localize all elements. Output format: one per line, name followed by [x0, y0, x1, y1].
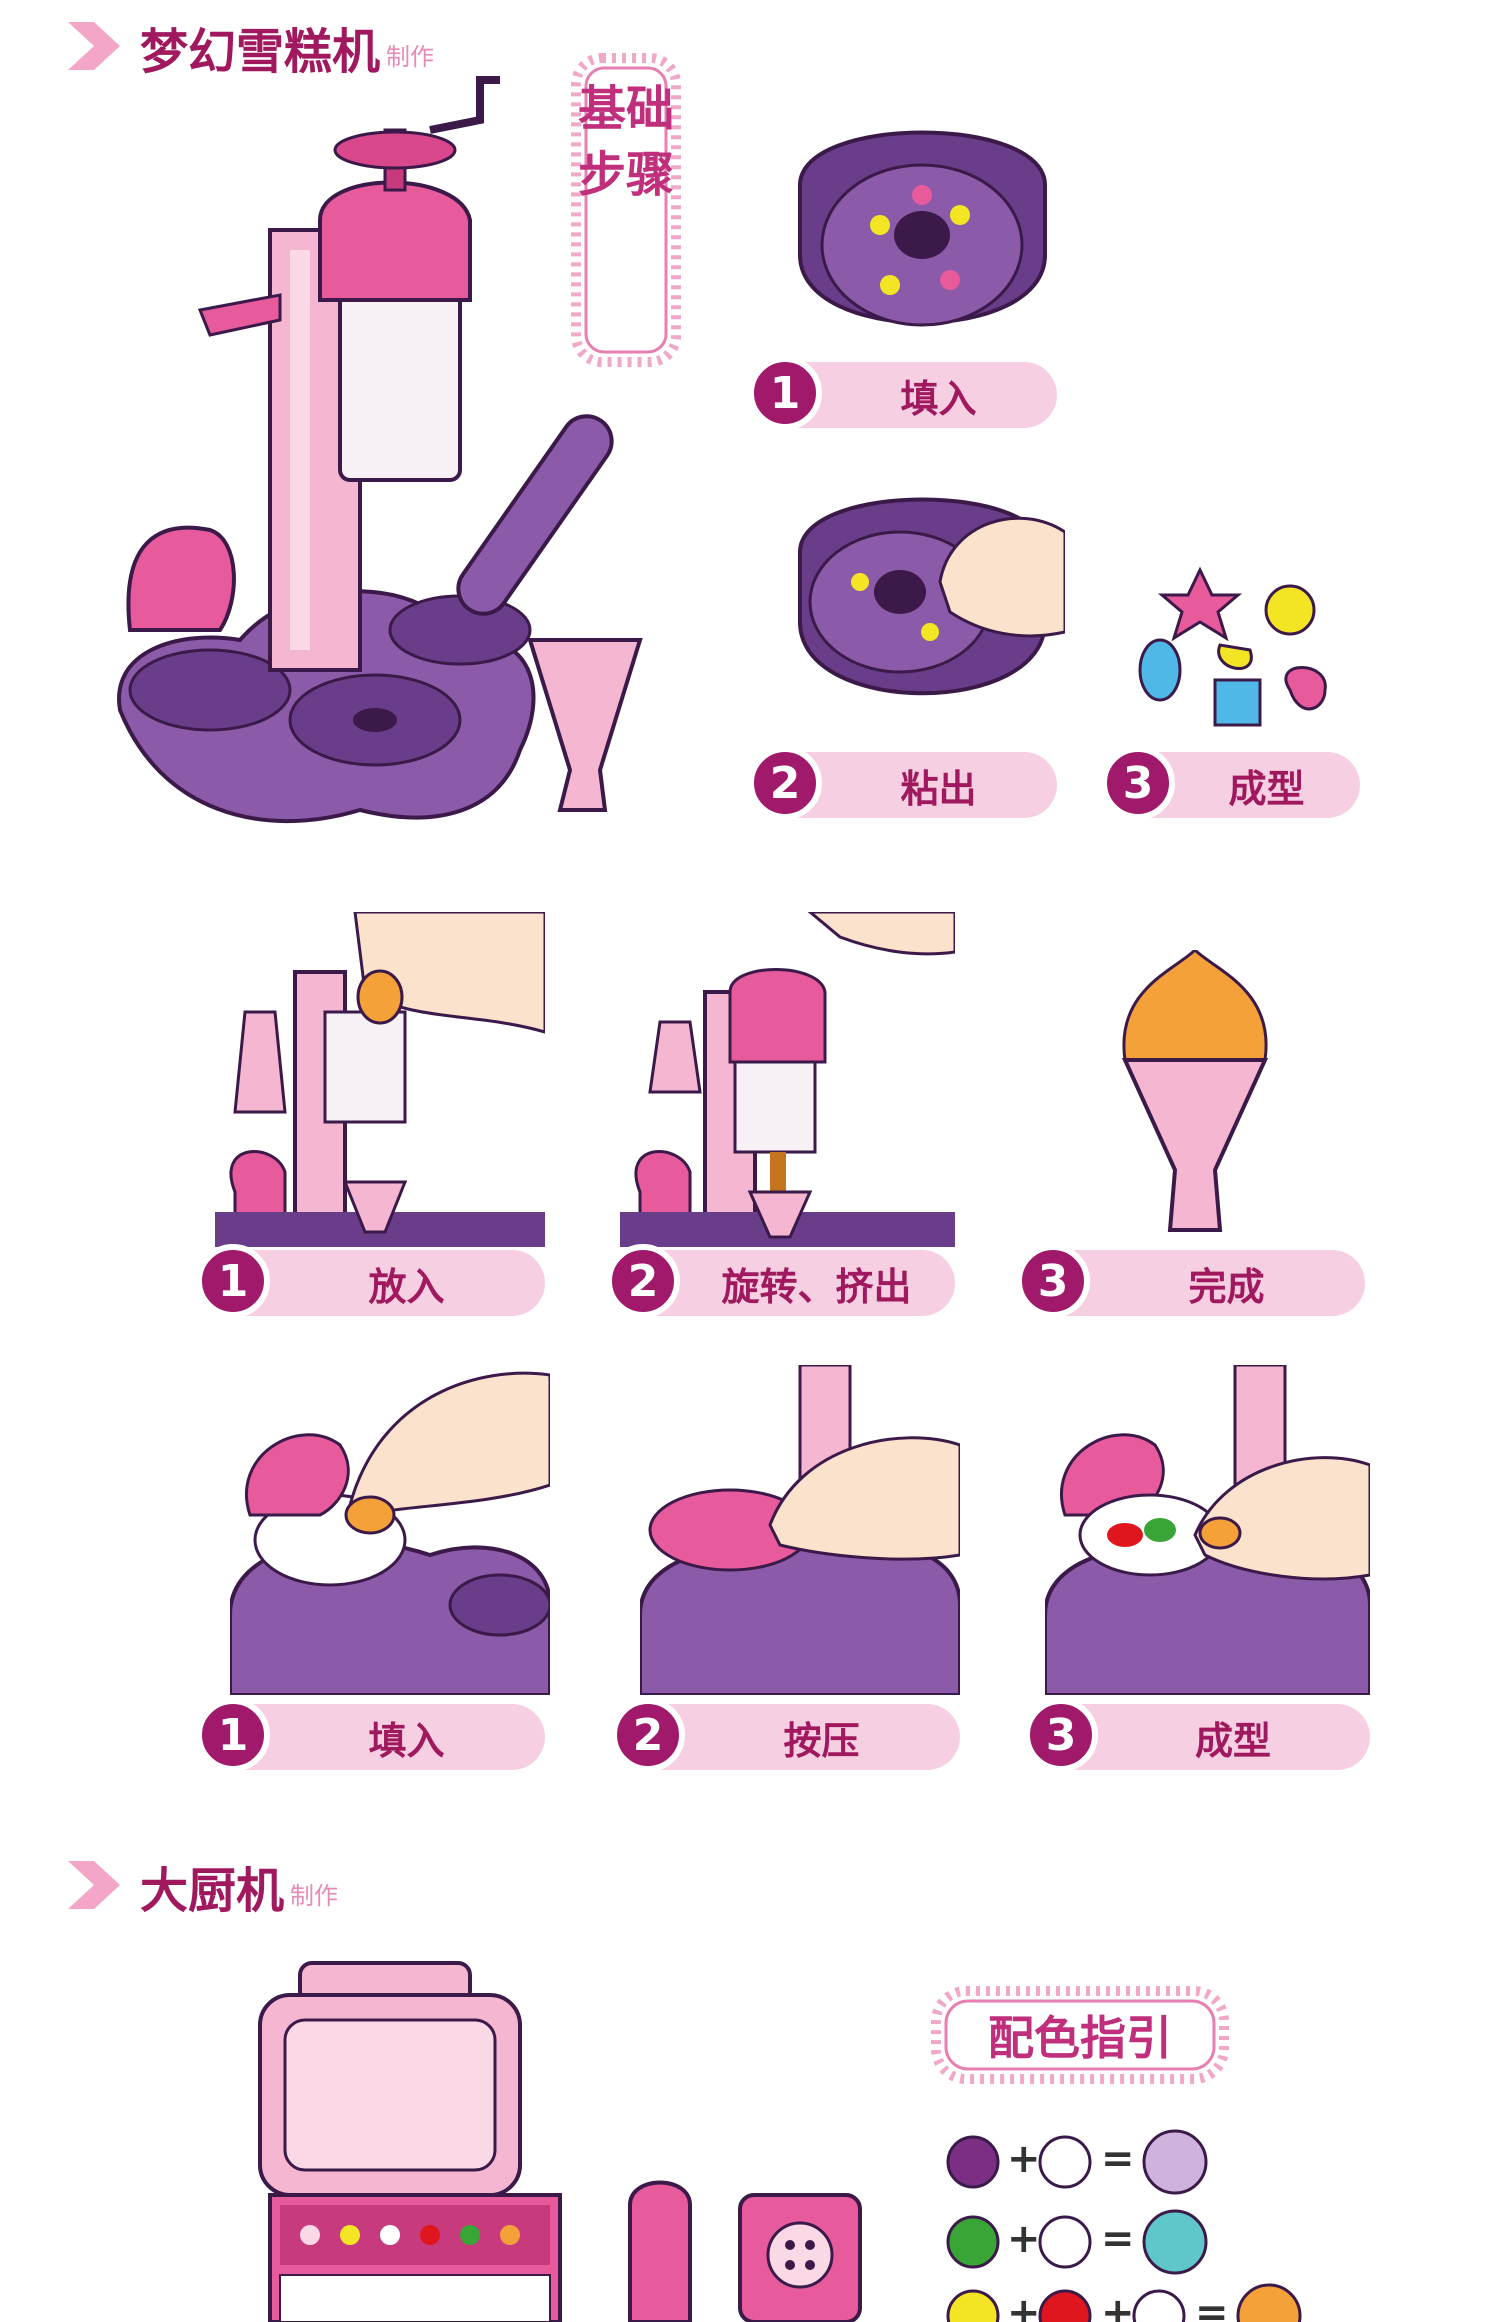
- plus-sign: +: [1101, 2290, 1135, 2322]
- color-guide-tag: 配色指引: [930, 1985, 1230, 2085]
- step-press-illustration: [640, 1365, 960, 1695]
- plus-sign: +: [1007, 2136, 1041, 2182]
- equals-sign: =: [1101, 2136, 1135, 2182]
- section-subtitle: 制作: [386, 43, 435, 71]
- step-number: 1: [748, 356, 822, 430]
- step-pill: 2 按压: [611, 1698, 960, 1772]
- step-pill: 3 完成: [1016, 1244, 1365, 1318]
- color-mix-row: + =: [945, 2128, 1465, 2198]
- section-title: 梦幻雪糕机: [140, 24, 381, 80]
- step-label: 成型: [1194, 1718, 1271, 1763]
- step-pill: 2 旋转、挤出: [606, 1244, 955, 1318]
- scalloped-tag-frame: [571, 53, 681, 367]
- step-number: 3: [1024, 1698, 1098, 1772]
- step-number: 1: [196, 1698, 270, 1772]
- color-dot: [1038, 2289, 1092, 2322]
- shaped-pieces-illustration: [1138, 566, 1327, 727]
- color-result-dot: [1142, 2209, 1208, 2275]
- section-title: 大厨机: [140, 1863, 285, 1919]
- scalloped-tag-frame: [931, 1986, 1229, 2084]
- step-fill-press-mold-illustration: [230, 1371, 550, 1695]
- step-pull-out-illustration: [798, 497, 1065, 696]
- color-dot: [1038, 2215, 1092, 2269]
- color-dot: [1038, 2135, 1092, 2189]
- step-label: 按压: [783, 1718, 860, 1763]
- step-pill: 3 成型: [1101, 746, 1360, 820]
- step-rotate-squeeze-illustration: [620, 912, 955, 1247]
- step-number: 3: [1101, 746, 1175, 820]
- equals-sign: =: [1195, 2290, 1229, 2322]
- color-dot: [946, 2289, 1000, 2322]
- step-pill: 1 放入: [196, 1244, 545, 1318]
- color-dot: [946, 2135, 1000, 2189]
- color-result-dot: [1236, 2283, 1302, 2322]
- section-header-chef-machine: 大厨机 制作: [64, 1845, 338, 1915]
- step-pill: 2 粘出: [748, 746, 1057, 820]
- step-label: 旋转、挤出: [721, 1264, 912, 1309]
- basic-steps-tag: 基础步骤: [570, 52, 682, 368]
- color-mix-row: + + =: [945, 2282, 1485, 2322]
- step-pill: 1 填入: [196, 1698, 545, 1772]
- step-number: 2: [606, 1244, 680, 1318]
- step-number: 3: [1016, 1244, 1090, 1318]
- step-number: 2: [611, 1698, 685, 1772]
- ice-cream-machine-illustration: [117, 76, 643, 824]
- step-label: 填入: [900, 376, 977, 421]
- plus-sign: +: [1007, 2290, 1041, 2322]
- chef-machine-illustration: [258, 1961, 862, 2322]
- step-pill: 3 成型: [1024, 1698, 1370, 1772]
- equals-sign: =: [1101, 2216, 1135, 2262]
- chevron-right-icon: [68, 1861, 120, 1909]
- step-number: 2: [748, 746, 822, 820]
- step-pill: 1 填入: [748, 356, 1057, 430]
- step-label: 成型: [1228, 766, 1305, 811]
- color-dot: [946, 2215, 1000, 2269]
- plus-sign: +: [1007, 2216, 1041, 2262]
- step-shaped-result-illustration: [1045, 1365, 1370, 1695]
- color-dot: [1132, 2289, 1186, 2322]
- color-result-dot: [1142, 2129, 1208, 2195]
- step-label: 填入: [368, 1718, 445, 1763]
- section-subtitle: 制作: [290, 1882, 339, 1910]
- chevron-right-icon: [68, 22, 120, 70]
- step-label: 放入: [368, 1264, 445, 1309]
- finished-ice-cream-illustration: [1121, 950, 1269, 1232]
- section-header-ice-cream: 梦幻雪糕机 制作: [64, 6, 434, 76]
- color-guide-label: 配色指引: [988, 2011, 1172, 2065]
- color-mix-row: + =: [945, 2208, 1465, 2278]
- step-fill-mold-illustration: [780, 95, 1065, 355]
- basic-steps-label: 基础步骤: [577, 81, 674, 203]
- step-label: 粘出: [900, 766, 977, 811]
- step-label: 完成: [1188, 1264, 1265, 1309]
- step-insert-dough-illustration: [215, 912, 545, 1247]
- step-number: 1: [196, 1244, 270, 1318]
